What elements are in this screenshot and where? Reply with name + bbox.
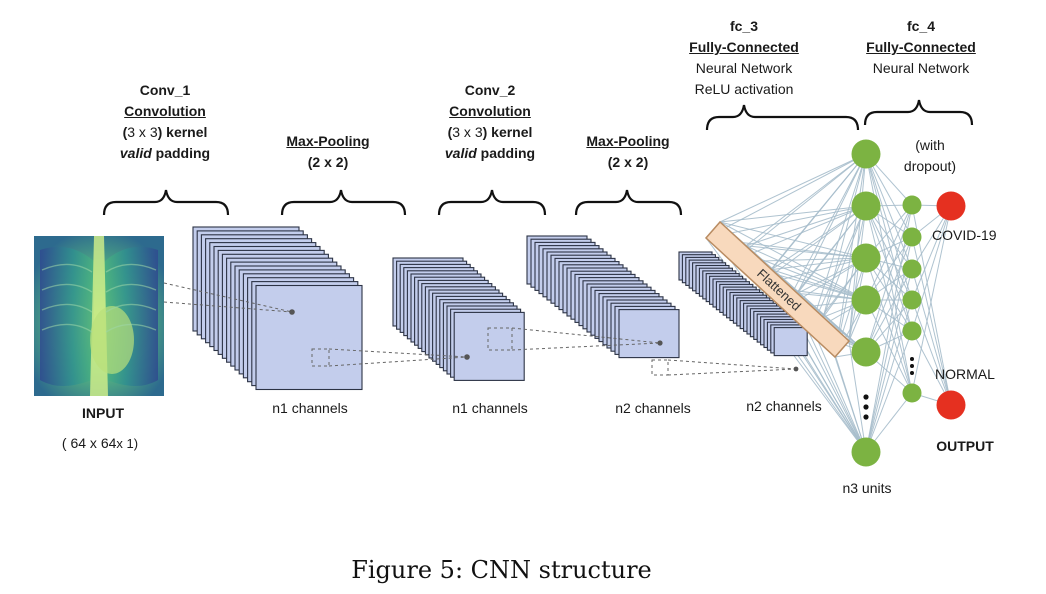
output-title: OUTPUT [936, 438, 994, 454]
output-neuron [936, 390, 966, 420]
pool1-name: Max-Pooling [286, 133, 370, 149]
pool1-feature-maps [392, 257, 525, 381]
receptive-field-markers [163, 282, 799, 376]
conv1-feature-maps [192, 226, 363, 391]
conv1-type: Convolution [124, 103, 206, 119]
pool1-size: (2 x 2) [307, 154, 349, 170]
neuron [851, 139, 881, 169]
neuron [851, 337, 881, 367]
class-covid: COVID-19 [932, 227, 997, 243]
neuron [902, 290, 922, 310]
channels-label-4: n2 channels [746, 398, 822, 414]
layer-braces [102, 99, 974, 216]
pool1-label: Max-Pooling (2 x 2) [268, 131, 388, 173]
conv2-type: Convolution [449, 103, 531, 119]
conv1-name: Conv_1 [139, 82, 191, 98]
conv2-feature-maps [526, 235, 680, 359]
neuron [902, 383, 922, 403]
fc4-label: fc_4 Fully-Connected Neural Network [851, 16, 991, 79]
fc4-neurons [902, 195, 922, 403]
brace-conv1 [102, 189, 230, 216]
pool2-size: (2 x 2) [607, 154, 649, 170]
neuron-layers [851, 139, 966, 467]
feature-map-slice [453, 311, 525, 381]
brace-conv2 [437, 189, 547, 216]
neuron [851, 285, 881, 315]
conv2-label: Conv_2 Convolution (3 x 3) kernel valid … [430, 80, 550, 164]
neuron [902, 321, 922, 341]
fc4-name: fc_4 [906, 18, 936, 34]
conv1-kernel: (3 x 3) kernel [122, 124, 208, 140]
pool2-name: Max-Pooling [586, 133, 670, 149]
figure-caption: Figure 5: CNN structure [351, 556, 652, 584]
neuron [902, 259, 922, 279]
channels-label-1: n1 channels [272, 400, 348, 416]
brace-pool1 [280, 189, 407, 216]
fc3-line1: Neural Network [695, 60, 793, 76]
dropout-note: (with dropout) [903, 137, 957, 174]
chest-xray-image [34, 236, 164, 396]
class-normal: NORMAL [935, 366, 995, 382]
vertical-ellipsis-icon [863, 357, 914, 420]
fc3-neurons [851, 139, 881, 467]
feature-map-slice [773, 327, 808, 357]
pool2-label: Max-Pooling (2 x 2) [568, 131, 688, 173]
conv1-padding: valid padding [119, 145, 211, 161]
fc3-label: fc_3 Fully-Connected Neural Network ReLU… [674, 16, 814, 100]
neuron [902, 227, 922, 247]
output-neuron [936, 191, 966, 221]
pool2-feature-maps [678, 251, 808, 357]
neuron [851, 243, 881, 273]
feature-map-stacks [163, 226, 808, 391]
feature-map-slice [255, 284, 363, 391]
brace-fc3 [705, 104, 860, 131]
conv2-kernel: (3 x 3) kernel [447, 124, 533, 140]
fc3-line2: ReLU activation [694, 81, 794, 97]
input-shape: ( 64 x 64x 1) [61, 435, 139, 451]
conv2-padding: valid padding [444, 145, 536, 161]
input-title: INPUT [82, 405, 124, 421]
fc3-name: fc_3 [729, 18, 759, 34]
output-neurons [936, 191, 966, 420]
neuron [851, 437, 881, 467]
brace-pool2 [574, 189, 683, 216]
fc4-type: Fully-Connected [866, 39, 976, 55]
feature-map-slice [618, 309, 680, 359]
channels-label-3: n2 channels [615, 400, 691, 416]
brace-fc4 [863, 99, 974, 126]
channels-label-2: n1 channels [452, 400, 528, 416]
units-label: n3 units [842, 480, 892, 496]
neuron [902, 195, 922, 215]
fc3-type: Fully-Connected [689, 39, 799, 55]
fc4-line1: Neural Network [872, 60, 970, 76]
conv1-label: Conv_1 Convolution (3 x 3) kernel valid … [105, 80, 225, 164]
conv2-name: Conv_2 [464, 82, 516, 98]
neuron [851, 191, 881, 221]
